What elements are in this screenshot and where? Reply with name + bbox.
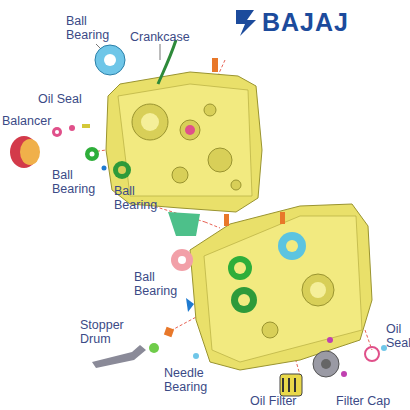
part-label: Needle Bearing [164, 366, 216, 394]
part-label: Balancer [2, 114, 62, 128]
part-label: Crankcase [130, 30, 210, 44]
part-label: Oil Seal [38, 92, 98, 106]
lower-parts [92, 249, 387, 396]
lower-crankcase [168, 204, 372, 370]
part-label: Oil Filter [250, 394, 320, 408]
part-label: Ball Bearing [52, 168, 102, 196]
assembly-lines [92, 60, 372, 375]
upper-crankcase [106, 40, 262, 212]
part-label: Ball Bearing [134, 270, 184, 298]
part-label: Oil Seal [386, 322, 408, 350]
part-label: Filter Cap [336, 394, 408, 408]
part-label: Stopper Drum [80, 318, 132, 346]
upper-parts [10, 45, 131, 179]
brand-logo: BAJAJ [262, 8, 402, 36]
part-label: Ball Bearing [114, 184, 164, 212]
part-label: Ball Bearing [66, 14, 116, 42]
logo-mark [236, 10, 256, 36]
